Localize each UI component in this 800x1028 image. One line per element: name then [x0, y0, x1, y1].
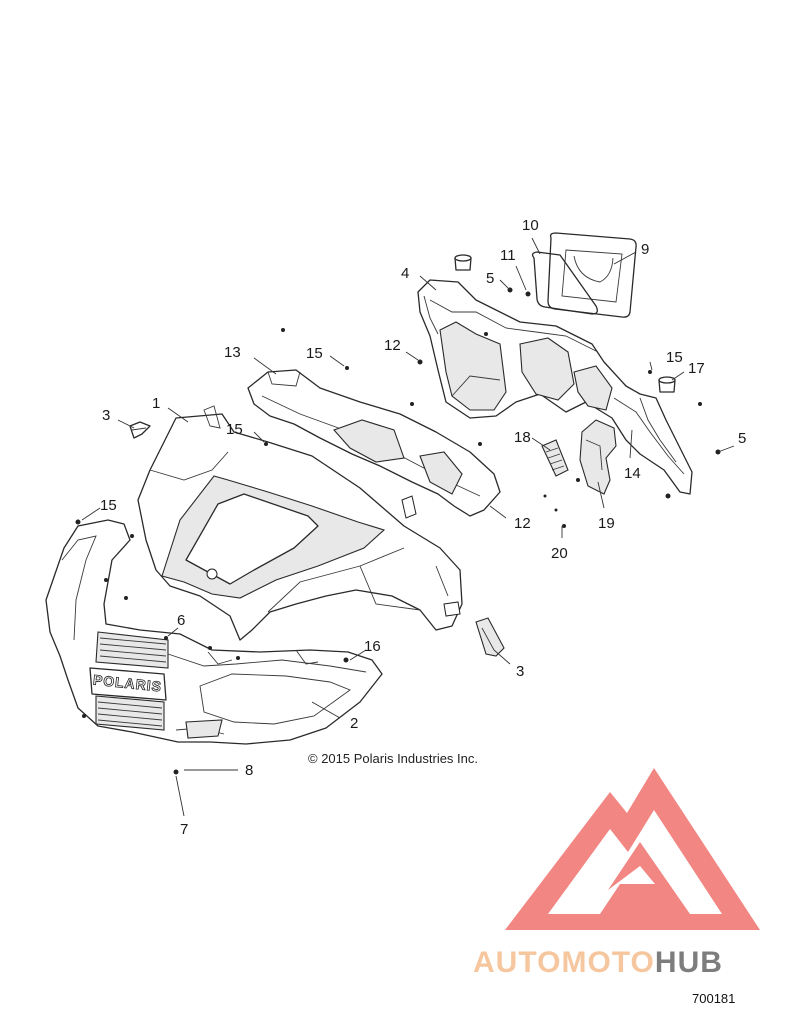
callout-12-lower: 12	[514, 515, 531, 532]
callout-15-a: 15	[306, 345, 323, 362]
plug-right	[658, 376, 676, 393]
copyright-text: © 2015 Polaris Industries Inc.	[308, 751, 478, 766]
part-hood	[137, 405, 463, 641]
callout-17: 17	[688, 360, 705, 377]
callout-13: 13	[224, 344, 241, 361]
callout-5-right: 5	[738, 430, 746, 447]
brand-automoto: AUTOMOTO	[473, 946, 655, 979]
callout-2: 2	[350, 715, 358, 732]
callout-11: 11	[500, 247, 516, 264]
part-latch-right	[475, 617, 505, 657]
callout-18: 18	[514, 429, 531, 446]
callout-14: 14	[624, 465, 641, 482]
part-small-grille	[541, 439, 569, 477]
callout-12-upper: 12	[384, 337, 401, 354]
callout-3-left: 3	[102, 407, 110, 424]
callout-15-b: 15	[226, 421, 243, 438]
callout-9: 9	[641, 241, 649, 258]
part-front-bumper	[45, 519, 383, 745]
plug-upper	[454, 254, 472, 271]
callout-15-d: 15	[666, 349, 683, 366]
callout-10: 10	[522, 217, 539, 234]
figure-number: 700181	[692, 991, 735, 1006]
brand-hub: HUB	[655, 946, 723, 979]
callout-8: 8	[245, 762, 253, 779]
fasteners	[75, 287, 721, 775]
part-latch-left	[129, 421, 151, 439]
callout-7: 7	[180, 821, 188, 838]
watermark-brand: AUTOMOTOHUB	[473, 946, 723, 979]
callout-5-upper: 5	[486, 270, 494, 287]
callout-6: 6	[177, 612, 185, 629]
grille-lettering: POLARIS	[92, 671, 163, 694]
leader-lines	[81, 237, 735, 817]
part-cross-support	[247, 369, 501, 519]
callout-3-right: 3	[516, 663, 524, 680]
callout-20: 20	[551, 545, 568, 562]
watermark-logo-icon	[505, 768, 760, 930]
callout-16: 16	[364, 638, 381, 655]
callout-1: 1	[152, 395, 160, 412]
part-window-frame	[531, 232, 637, 318]
callouts: 1 2 3 3 4 5 5 6 7 8 9 10 11 12 12 13 14 …	[100, 217, 746, 838]
callout-15-c: 15	[100, 497, 117, 514]
callout-4: 4	[401, 265, 409, 282]
callout-19: 19	[598, 515, 615, 532]
